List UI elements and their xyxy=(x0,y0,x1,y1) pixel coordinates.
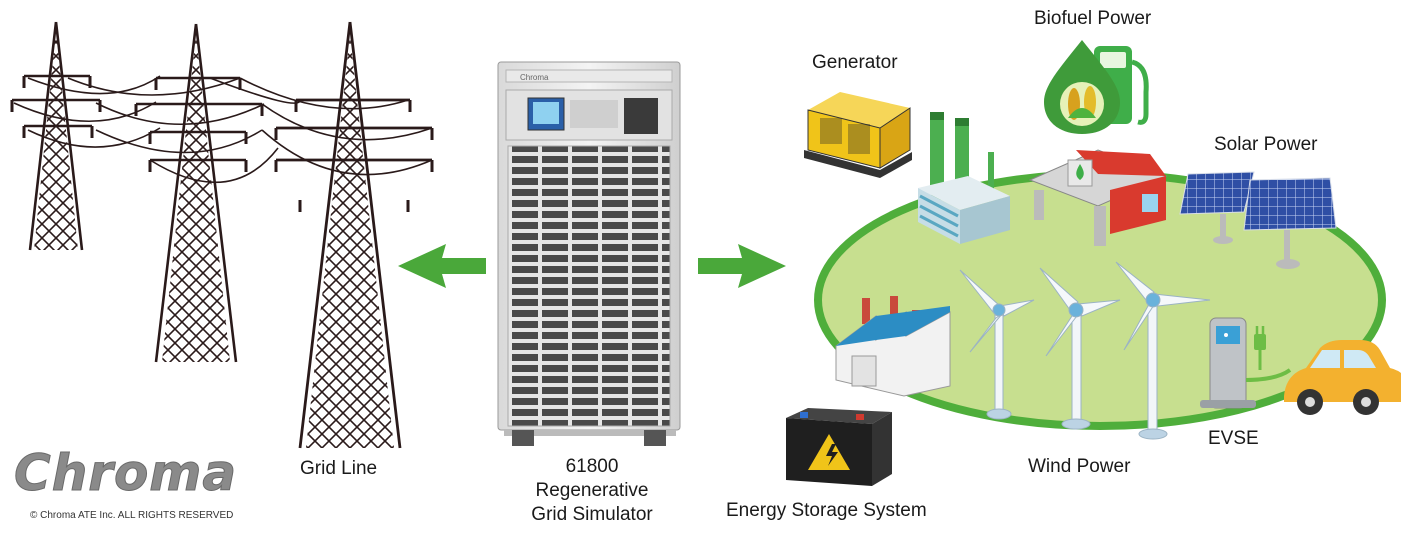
factory-illustration xyxy=(835,296,951,397)
copyright-text: © Chroma ATE Inc. ALL RIGHTS RESERVED xyxy=(30,510,234,521)
wind-turbine-1 xyxy=(959,269,1035,420)
grid-simulator-cabinet: Chroma xyxy=(497,61,681,446)
label-wind-power: Wind Power xyxy=(1028,456,1131,477)
label-simulator-line1: Regenerative xyxy=(535,480,649,501)
wind-turbines xyxy=(959,261,1211,440)
label-grid-line: Grid Line xyxy=(300,458,378,479)
label-energy-storage-system: Energy Storage System xyxy=(726,500,927,521)
battery-illustration xyxy=(786,408,892,486)
solar-panels xyxy=(1179,171,1337,269)
arrow-to-loads xyxy=(698,244,786,288)
transmission-tower-left xyxy=(10,21,102,251)
label-solar-power: Solar Power xyxy=(1214,134,1318,155)
transmission-tower-middle xyxy=(134,23,264,363)
label-simulator-line2: Grid Simulator xyxy=(531,504,653,525)
label-generator: Generator xyxy=(812,52,898,73)
chroma-logo: Chroma xyxy=(13,444,238,502)
biofuel-icon xyxy=(1044,40,1149,134)
wind-turbine-2 xyxy=(1039,267,1121,430)
wind-turbine-3 xyxy=(1115,261,1211,440)
evse-charger xyxy=(1200,317,1292,409)
generator-illustration xyxy=(804,92,912,178)
arrow-to-grid xyxy=(398,244,486,288)
label-evse: EVSE xyxy=(1208,428,1259,449)
label-biofuel-power: Biofuel Power xyxy=(1034,8,1152,29)
fuel-station-building xyxy=(1028,149,1168,246)
svg-text:Chroma: Chroma xyxy=(520,73,549,82)
label-simulator-model: 61800 xyxy=(565,456,619,477)
power-plant-illustration xyxy=(918,112,1010,244)
electric-car xyxy=(1284,340,1401,415)
transmission-tower-right xyxy=(274,21,434,449)
